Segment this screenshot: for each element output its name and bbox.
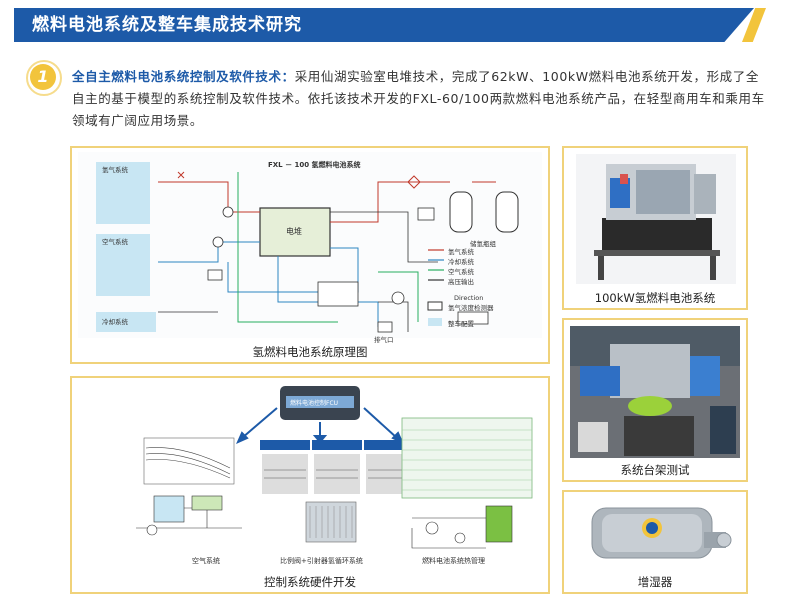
legend-hv-output: 高压输出 bbox=[448, 278, 474, 286]
humidifier-photo bbox=[578, 498, 734, 568]
control-panel: 燃料电池控制FCU 空气系统 比例阀+引射器氢循环系统 燃料电池系统热管理 控制… bbox=[70, 376, 550, 594]
label-exhaust: 排气口 bbox=[374, 336, 394, 344]
thermal-management-label: 燃料电池系统热管理 bbox=[422, 557, 485, 565]
label-tank-group: 储氢瓶组 bbox=[470, 240, 496, 248]
legend-hydrogen: 氢气系统 bbox=[448, 248, 474, 256]
legend-h2-sensor: 氢气浓度检测器 bbox=[448, 304, 494, 312]
header-bar bbox=[14, 8, 754, 42]
legend-vehicle-config: 整车配置 bbox=[448, 320, 474, 328]
section-number-badge: 1 bbox=[30, 64, 56, 90]
control-diagram bbox=[136, 386, 533, 549]
hydrogen-circulation-label: 比例阀+引射器氢循环系统 bbox=[280, 557, 363, 565]
badge-ring bbox=[26, 60, 62, 96]
intro-lead: 全自主燃料电池系统控制及软件技术： bbox=[72, 69, 295, 84]
stack-label: 电堆 bbox=[286, 227, 302, 236]
humidifier-photo-panel: 增湿器 bbox=[562, 490, 748, 594]
label-cooling: 冷却系统 bbox=[102, 318, 128, 326]
legend-air: 空气系统 bbox=[448, 268, 474, 276]
schematic-diagram: FXL － 100 氢燃料电池系统 电堆 氢气系统 冷却系统 空气系统 高压输出… bbox=[78, 152, 542, 344]
intro-text: 采用仙湖实验室电堆技术，完成了62kW、100kW燃料电池系统开发，形成了全自主… bbox=[72, 69, 765, 128]
fcu-label: 燃料电池控制FCU bbox=[290, 400, 339, 407]
schematic-title: FXL － 100 氢燃料电池系统 bbox=[268, 161, 361, 169]
schematic-caption: 氢燃料电池系统原理图 bbox=[252, 345, 368, 359]
system-photo-panel: 100kW氢燃料电池系统 bbox=[562, 146, 748, 310]
page-title: 燃料电池系统及整车集成技术研究 bbox=[32, 15, 302, 35]
humidifier-caption: 增湿器 bbox=[637, 575, 673, 589]
air-system-label: 空气系统 bbox=[192, 557, 220, 565]
control-caption: 控制系统硬件开发 bbox=[264, 575, 356, 589]
label-hydrogen: 氢气系统 bbox=[102, 166, 128, 174]
label-air: 空气系统 bbox=[102, 238, 128, 246]
schematic-panel: FXL － 100 氢燃料电池系统 电堆 氢气系统 冷却系统 空气系统 高压输出… bbox=[70, 146, 550, 364]
bench-photo-panel: 系统台架测试 bbox=[562, 318, 748, 482]
label-direction: Direction bbox=[454, 294, 484, 302]
bench-test-photo bbox=[570, 326, 740, 458]
system-photo-caption: 100kW氢燃料电池系统 bbox=[594, 291, 716, 305]
intro-paragraph: 全自主燃料电池系统控制及软件技术：采用仙湖实验室电堆技术，完成了62kW、100… bbox=[72, 66, 772, 132]
schematic-svg bbox=[96, 162, 519, 333]
legend-cooling: 冷却系统 bbox=[448, 258, 474, 266]
fuel-cell-system-photo bbox=[576, 154, 736, 284]
bench-photo-caption: 系统台架测试 bbox=[620, 463, 690, 477]
